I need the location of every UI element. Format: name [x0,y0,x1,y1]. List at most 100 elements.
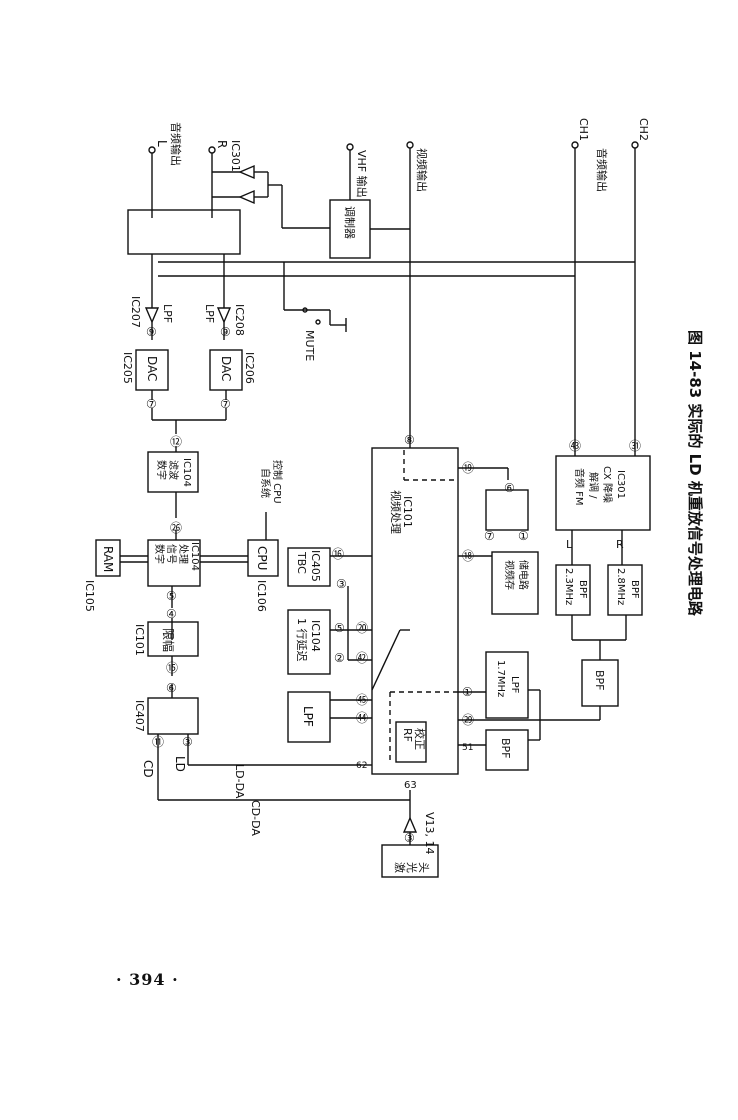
pin18: ⑱ [462,549,474,563]
pin6-mem: ⑥ [504,481,515,495]
delay-ic-label: IC104 [309,620,322,652]
pin7-mem: ⑦ [484,529,495,543]
pin4-dsp: ④ [166,607,177,621]
bpf2-label-1: 2.8MHz [615,568,626,605]
fm-L-label: L [566,538,573,551]
video-out-label: 视频输出 [415,148,429,192]
lpf2-label: LPF [203,304,216,323]
pin3-tbc: ③ [336,577,347,591]
dac1-label: DAC [145,356,159,381]
ic106-label: IC106 [255,580,268,612]
fm-audio-out-label: 音频输出 [595,148,609,192]
ic101a-label: IC101 [133,624,146,656]
fm-ic-label: IC301 [615,470,626,499]
label-R: R [215,140,229,148]
cd-da-label: CD-DA [249,800,262,836]
bpf2-label-2: BPF [629,580,640,599]
pin62: 62 [356,761,367,771]
pickup-label-2: 光 [405,862,419,873]
filter-label-2: 滤波 [167,460,180,480]
pin1-mem: ① [518,529,529,543]
pin3-pickup: ③ [404,831,415,845]
ic405-label: IC405 [309,550,322,582]
pickup-label-3: 头 [417,862,430,873]
pin26: ㉖ [170,521,182,535]
dsp-label-2: 信号 [165,544,177,564]
ld-label: LD [173,756,187,772]
pin42: ㊷ [356,651,368,665]
fm-demod-label-1: 音频 FM [573,468,586,506]
vhf-out-label: VHF 输出 [355,150,369,198]
bpf-fm-label: BPF [593,670,606,691]
lpf17-label-1: 1.7MHz [495,660,506,697]
pin3-sel: ③ [182,735,193,749]
bpf-video-label: BPF [499,738,512,759]
ic205-label: IC205 [121,352,134,384]
pin1-lpf17: ① [462,685,473,699]
pin11: ⑪ [152,735,164,749]
lpf-video-label: LPF [301,706,315,727]
pin7a: ⑦ [146,397,157,411]
pin5-dsp: ⑤ [166,589,177,603]
lpf17-label-2: LPF [509,676,520,694]
tbc-label: TBC [295,551,308,574]
ic206-label: IC206 [243,352,256,384]
dsp-label-3: 处理 [177,544,189,564]
modulator-label: 调制器 [343,206,356,239]
delay-label: 1 行延迟 [295,618,308,662]
ic207-label: IC207 [129,296,142,328]
pin43: ㊸ [569,439,581,453]
pin2-delay: ② [334,651,345,665]
pin51: 51 [462,743,473,753]
pin19: ⑲ [462,461,474,475]
label-L: L [155,140,169,147]
ch2-label: CH2 [637,118,650,141]
filter-ic-label: IC104 [181,458,192,487]
bpf1-label-2: BPF [577,580,588,599]
ic208-label: IC208 [233,304,246,336]
pin12: ⑫ [170,435,182,449]
fm-demod-label-3: CX 降噪 [601,466,614,503]
pin29: ㉙ [462,713,474,727]
ic301-label: IC301 [229,140,242,172]
sys-cpu-label-2: 控制 CPU [271,460,284,504]
pin16: ⑯ [332,547,344,561]
ic101-video-label: 视频处理 [389,490,403,534]
ch1-label: CH1 [577,118,590,141]
sys-cpu-label-1: 自系统 [259,468,272,498]
video-mem-label-2: 储电路 [517,560,530,590]
lpf1-label: LPF [161,304,174,323]
pin7b: ⑦ [220,397,231,411]
v13-label: V13, 14 [423,812,436,855]
audio-out-label: 音频输出 [169,122,183,166]
dac2-label: DAC [219,356,233,381]
fm-R-label: R [616,538,624,551]
rf-corr-label-1: RF [401,728,414,742]
figure-caption: 图 14-83 实际的 LD 机重放信号处理电路 [686,330,704,617]
cd-label: CD [141,760,155,778]
mute-label: MUTE [303,330,316,361]
pin63: 63 [404,780,417,791]
pin9a: ⑨ [146,325,157,339]
fm-demod-label-2: 解调 / [587,472,600,499]
pin5-delay: ⑤ [334,621,345,635]
pin6-lim: ⑥ [166,681,177,695]
pin31: ㉛ [629,439,641,453]
ic407-label: IC407 [133,700,146,732]
video-mem-label-1: 视频存 [503,560,516,590]
ic101-video-ic: IC101 [401,496,414,528]
ld-da-label: LD-DA [233,764,246,799]
cpu-label: CPU [255,546,269,570]
pin44: ㊹ [356,711,368,725]
pin15: ⑮ [166,661,178,675]
dsp-label-1: 数字 [153,544,166,564]
limiter-label: 限幅 [161,628,176,652]
pin8-video: ⑧ [404,433,415,447]
filter-label-1: 数字 [155,460,168,480]
rf-corr-label-2: 校正 [413,728,427,750]
pickup-label-1: 激 [393,862,407,873]
bpf1-label-1: 2.3MHz [563,568,574,605]
page-number: · 394 · [116,970,179,989]
